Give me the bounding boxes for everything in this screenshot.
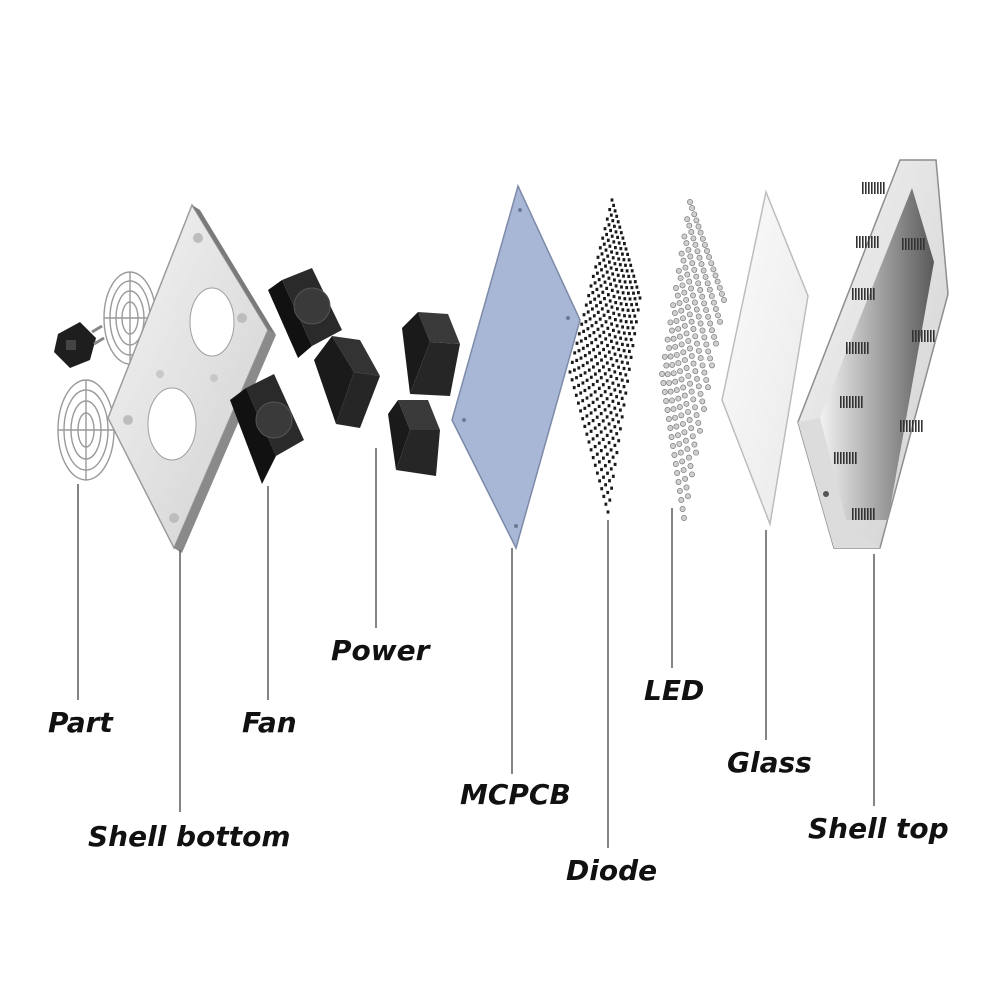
led-matrix <box>659 199 727 521</box>
label-fan: Fan <box>242 706 297 739</box>
power-supply-2 <box>402 312 460 396</box>
label-power: Power <box>331 634 430 667</box>
label-shell-top: Shell top <box>808 812 949 845</box>
label-mcpcb: MCPCB <box>460 778 571 811</box>
power-supply-3 <box>388 400 440 476</box>
leader-lines <box>77 448 875 848</box>
fan-bottom <box>230 374 304 484</box>
diode-matrix <box>568 198 642 514</box>
shell-bottom-plate <box>107 203 276 553</box>
label-diode: Diode <box>566 854 658 887</box>
part-plug <box>54 322 105 368</box>
shell-top-housing <box>797 159 949 549</box>
label-shell-bottom: Shell bottom <box>88 820 291 853</box>
part-fan-grill-bottom <box>57 379 115 481</box>
label-glass: Glass <box>727 746 812 779</box>
fan-top <box>268 268 342 358</box>
label-led: LED <box>644 674 705 707</box>
shell-top-vents <box>834 182 935 520</box>
label-part: Part <box>48 706 113 739</box>
mcpcb-board <box>451 183 581 551</box>
power-supply-1 <box>314 336 380 428</box>
glass-panel <box>721 189 809 527</box>
